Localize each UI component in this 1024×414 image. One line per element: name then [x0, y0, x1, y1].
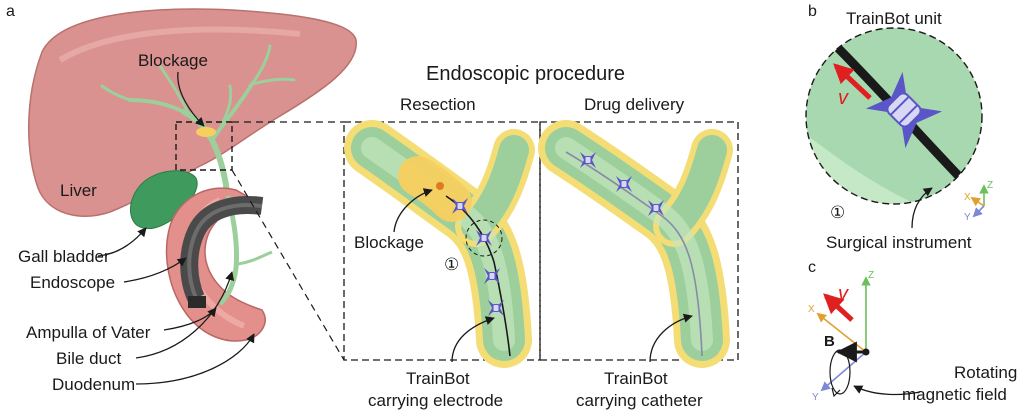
drug-delivery-inset — [539, 121, 739, 361]
bile-duct-pointer — [135, 271, 235, 359]
panel-c-field-label: B — [824, 333, 835, 350]
ampulla-label: Ampulla of Vater — [26, 323, 151, 342]
trainbot-unit-title: TrainBot unit — [846, 9, 942, 28]
drug-delivery-title: Drug delivery — [584, 95, 685, 114]
endoscope-pointer — [123, 257, 187, 283]
surgical-instrument-pointer — [911, 187, 933, 229]
drug-delivery-duct — [538, 120, 733, 368]
panel-b-velocity-arrow — [833, 63, 872, 100]
trainbot-unit-closeup — [806, 28, 982, 204]
panel-a-label: a — [6, 3, 15, 20]
drug-delivery-caption-pointer — [649, 313, 693, 363]
panel-b-axes — [970, 184, 989, 218]
gall-bladder-pointer — [97, 227, 147, 257]
hepatic-duct-tree — [100, 44, 296, 203]
panel-b-axis-x: X — [964, 192, 971, 203]
surgical-instrument-label: Surgical instrument — [826, 233, 972, 252]
rotating-field-line1: Rotating — [954, 363, 1017, 382]
resection-marker: ① — [444, 255, 459, 274]
trainbot-unit-body — [865, 71, 943, 149]
gall-bladder-label: Gall bladder — [18, 247, 110, 266]
resection-caption-pointer — [451, 316, 495, 363]
panel-b-axis-z: Z — [987, 180, 993, 191]
panel-b-marker: ① — [830, 203, 845, 222]
rotation-path — [829, 349, 851, 395]
drug-delivery-caption-line1: TrainBot — [604, 369, 668, 388]
liver-label: Liver — [60, 181, 97, 200]
panel-c-axes — [816, 276, 871, 392]
trainbot-unit-boundary — [805, 27, 983, 205]
blockage-pointer — [177, 71, 205, 127]
bile-duct-label: Bile duct — [56, 349, 121, 368]
panel-c-axis-z: Z — [868, 270, 874, 281]
panel-c-axis-y: Y — [812, 392, 819, 403]
endoscope-label: Endoscope — [30, 273, 115, 292]
rotating-field-pointer — [853, 385, 921, 396]
resection-blockage-label: Blockage — [354, 233, 424, 252]
blockage-label: Blockage — [138, 51, 208, 70]
panel-c-label: c — [808, 259, 816, 276]
panel-c-velocity-arrow — [823, 293, 854, 322]
zoom-region — [175, 121, 233, 171]
blockage-mark — [196, 127, 216, 137]
panel-b-label: b — [808, 3, 817, 20]
resection-duct — [344, 120, 535, 368]
duodenum-label: Duodenum — [52, 375, 135, 394]
common-bile-duct — [218, 195, 239, 306]
panel-c-velocity-label: v — [838, 283, 849, 305]
duodenum-pointer — [135, 333, 255, 385]
resection-caption-line2: carrying electrode — [368, 391, 503, 410]
rotating-field-line2: magnetic field — [902, 385, 1007, 404]
resection-blockage-pointer — [393, 188, 433, 233]
panel-c-axis-x: X — [808, 304, 815, 315]
panel-b-axis-y: Y — [964, 212, 971, 223]
resection-title: Resection — [400, 95, 476, 114]
procedure-title: Endoscopic procedure — [426, 63, 625, 85]
drug-delivery-caption-line2: carrying catheter — [576, 391, 703, 410]
resection-caption-line1: TrainBot — [406, 369, 470, 388]
panel-b-velocity-label: v — [838, 87, 849, 109]
